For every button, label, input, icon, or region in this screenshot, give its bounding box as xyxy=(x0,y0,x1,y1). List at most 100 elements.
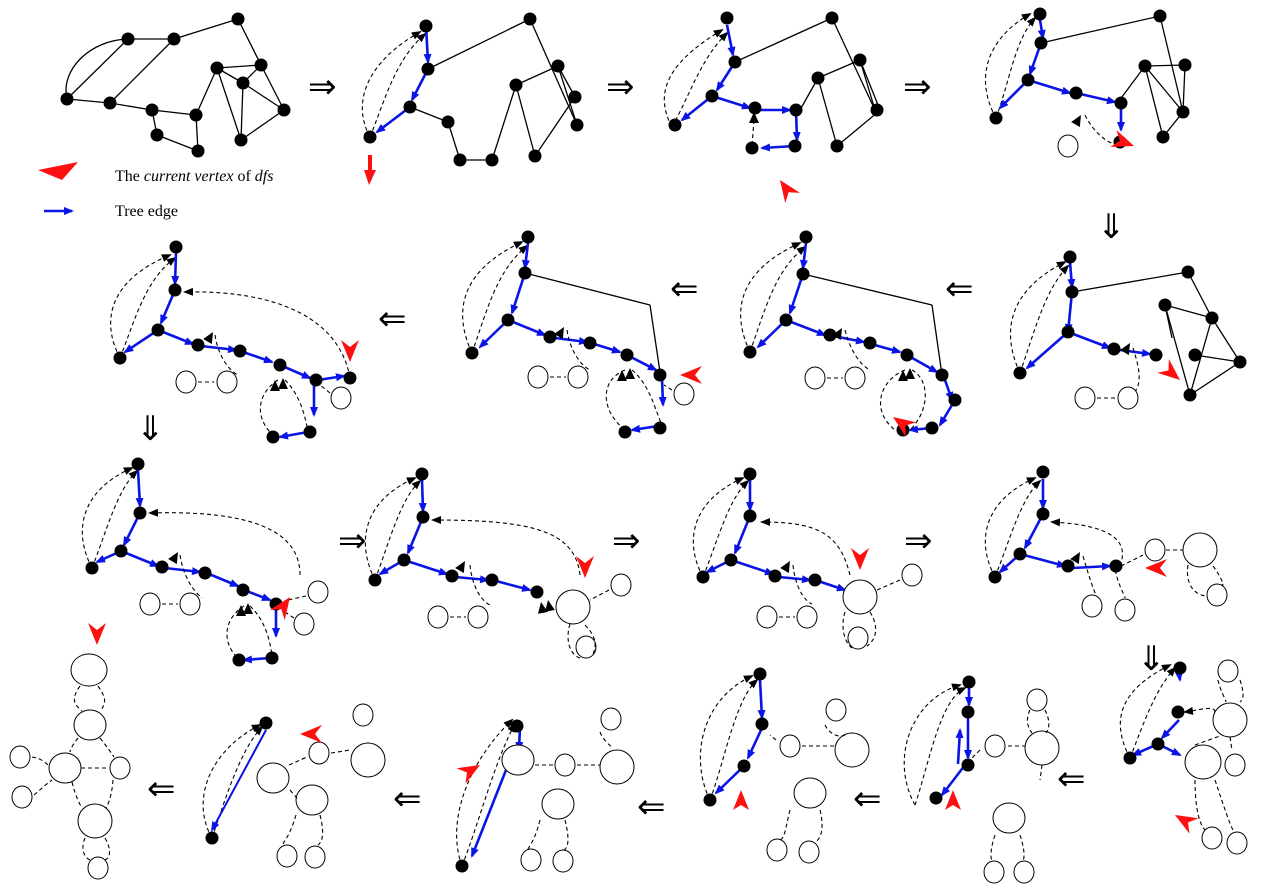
collapsed-vertex xyxy=(87,856,109,880)
tree-edge xyxy=(554,336,589,345)
graph-edge xyxy=(649,304,661,373)
graph-edge xyxy=(557,65,578,126)
vertex-node xyxy=(103,96,117,110)
collapsed-vertex xyxy=(352,703,374,727)
step-16 xyxy=(455,707,635,873)
collapsed-component xyxy=(541,788,575,820)
collapsed-vertex xyxy=(1206,583,1228,607)
back-edge xyxy=(844,329,871,371)
collapsed-component xyxy=(793,777,827,809)
step-11 xyxy=(692,467,923,650)
back-edge xyxy=(287,595,307,601)
vertex-node xyxy=(988,570,1002,584)
vertex-node xyxy=(1036,465,1050,479)
vertex-node xyxy=(453,153,467,167)
collapsed-component xyxy=(70,653,108,687)
legend-current-vertex: The current vertex of dfs xyxy=(115,168,273,185)
graph-edge xyxy=(1211,317,1241,363)
collapsed-vertex xyxy=(984,734,1006,758)
back-edge-head xyxy=(898,370,908,381)
vertex-node xyxy=(653,368,667,382)
vertex-node xyxy=(962,675,976,689)
graph-edge xyxy=(515,84,536,157)
back-edge xyxy=(288,756,308,766)
back-edge xyxy=(1217,679,1227,703)
collapsed-vertex xyxy=(11,785,33,809)
back-edge xyxy=(1129,666,1177,759)
tree-edge xyxy=(725,24,736,57)
back-edge xyxy=(431,516,581,576)
vertex-node xyxy=(191,338,205,352)
graph-edge xyxy=(409,106,449,123)
collapsed-vertex xyxy=(1201,826,1223,850)
back-edge xyxy=(914,687,967,806)
vertex-node xyxy=(233,344,247,358)
collapsed-vertex xyxy=(796,605,818,629)
collapsed-vertex xyxy=(179,592,201,616)
vertex-node xyxy=(528,149,542,163)
collapsed-component xyxy=(1024,730,1060,766)
graph-edge xyxy=(734,17,833,63)
back-edge xyxy=(995,16,1037,119)
current-vertex-marker xyxy=(270,597,290,621)
vertex-node xyxy=(521,230,535,244)
graph-edge xyxy=(1071,271,1189,293)
tree-edge xyxy=(1075,91,1117,105)
step-18-final xyxy=(9,623,131,880)
collapsed-component xyxy=(48,752,82,784)
graph-edge xyxy=(817,77,838,147)
vertex-node xyxy=(779,313,793,327)
graph-edge xyxy=(156,134,199,152)
back-edge xyxy=(284,379,309,433)
back-edge xyxy=(792,564,813,605)
vertex-node xyxy=(273,358,287,372)
collapsed-vertex xyxy=(175,370,197,394)
collapsed-vertex xyxy=(308,741,330,765)
vertex-node xyxy=(724,553,738,567)
back-edge xyxy=(461,722,516,867)
back-edge-head xyxy=(278,378,288,389)
vertex-node xyxy=(900,348,914,362)
graph-edge xyxy=(529,18,578,126)
collapsed-vertex xyxy=(567,365,589,389)
dfs-steps xyxy=(9,7,1248,884)
tree-edge xyxy=(955,728,964,765)
back-edge xyxy=(909,369,926,431)
current-vertex-marker xyxy=(341,340,359,362)
back-edge xyxy=(69,737,79,753)
collapsed-vertex xyxy=(1117,386,1139,410)
tree-edge xyxy=(757,679,766,720)
vertex-node xyxy=(1114,96,1128,110)
vertex-node xyxy=(131,457,145,471)
vertex-node xyxy=(501,313,515,327)
vertex-node xyxy=(1183,388,1197,402)
vertex-node xyxy=(445,569,459,583)
vertex-node xyxy=(485,153,499,167)
vertex-node xyxy=(1138,59,1152,73)
vertex-node xyxy=(705,89,719,103)
vertex-node xyxy=(236,583,250,597)
vertex-node xyxy=(168,283,182,297)
current-vertex-marker xyxy=(1157,358,1180,380)
collapsed-vertex xyxy=(610,573,632,597)
step-2 xyxy=(361,12,584,185)
vertex-node xyxy=(1033,7,1047,21)
back-edge xyxy=(282,814,297,845)
vertex-node xyxy=(961,758,975,772)
back-edge xyxy=(369,32,427,138)
back-edge xyxy=(671,31,729,128)
vertex-node xyxy=(618,425,632,439)
tree-edge xyxy=(171,252,180,286)
step-arrow-down: ⇓ xyxy=(1097,207,1126,247)
vertex-node xyxy=(113,351,127,365)
vertex-node xyxy=(823,328,837,342)
tree-edge xyxy=(593,342,622,354)
vertex-node xyxy=(303,425,317,439)
graph-edge xyxy=(1189,361,1241,396)
back-edge xyxy=(364,477,417,581)
current-vertex-marker xyxy=(300,725,322,743)
collapsed-component xyxy=(295,784,329,816)
graph-edge xyxy=(109,102,153,111)
step-arrow-left: ⇐ xyxy=(670,269,699,309)
